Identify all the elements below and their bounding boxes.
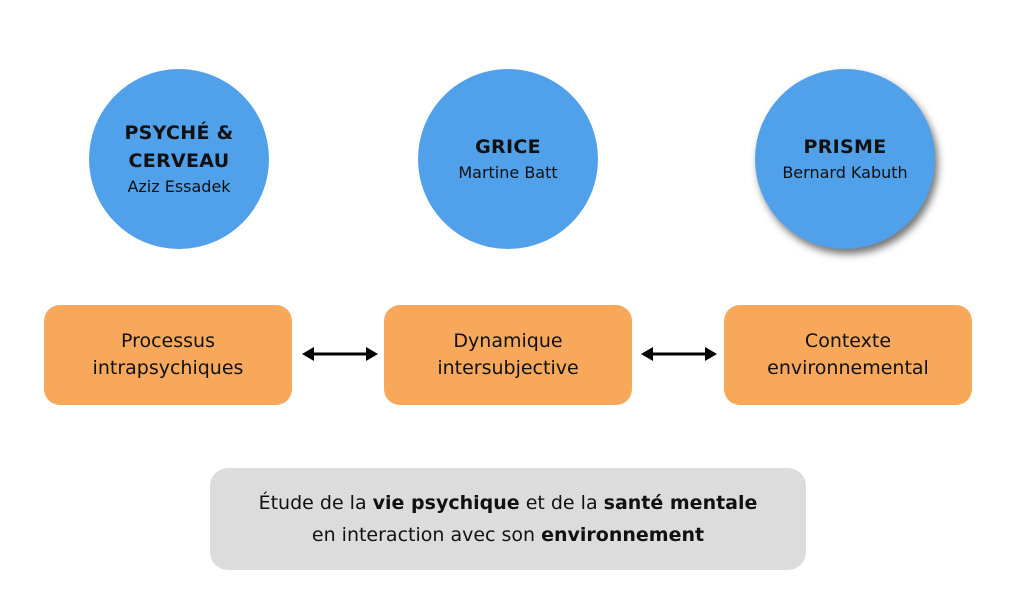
team-name: PSYCHÉ & CERVEAU xyxy=(124,122,234,172)
summary-text: Étude de la xyxy=(258,492,373,514)
team-circle-grice: GRICE Martine Batt xyxy=(418,69,598,249)
team-lead: Martine Batt xyxy=(458,163,558,182)
summary-emphasis: santé mentale xyxy=(603,492,758,514)
process-box-intersubjective: Dynamique intersubjective xyxy=(384,305,632,405)
summary-box: Étude de la vie psychique et de la santé… xyxy=(210,468,806,570)
process-box-intrapsychic: Processus intrapsychiques xyxy=(44,305,292,405)
process-box-environmental: Contexte environnemental xyxy=(724,305,972,405)
double-arrow-icon xyxy=(302,347,378,361)
summary-line-2: en interaction avec son environnement xyxy=(312,519,704,551)
team-lead: Aziz Essadek xyxy=(127,177,231,196)
process-label: Dynamique intersubjective xyxy=(437,330,579,379)
team-name: PRISME xyxy=(803,136,887,158)
team-lead: Bernard Kabuth xyxy=(782,163,908,182)
team-circle-psyche-cerveau: PSYCHÉ & CERVEAU Aziz Essadek xyxy=(89,69,269,249)
summary-text: en interaction avec son xyxy=(311,524,542,546)
summary-line-1: Étude de la vie psychique et de la santé… xyxy=(259,487,758,519)
team-name: GRICE xyxy=(475,136,541,158)
team-circle-prisme: PRISME Bernard Kabuth xyxy=(755,69,935,249)
process-label: Processus intrapsychiques xyxy=(92,330,244,379)
summary-emphasis: environnement xyxy=(541,524,705,546)
summary-emphasis: vie psychique xyxy=(372,492,520,514)
summary-text: et de la xyxy=(519,492,604,514)
process-label: Contexte environnemental xyxy=(767,330,929,379)
double-arrow-icon xyxy=(641,347,717,361)
